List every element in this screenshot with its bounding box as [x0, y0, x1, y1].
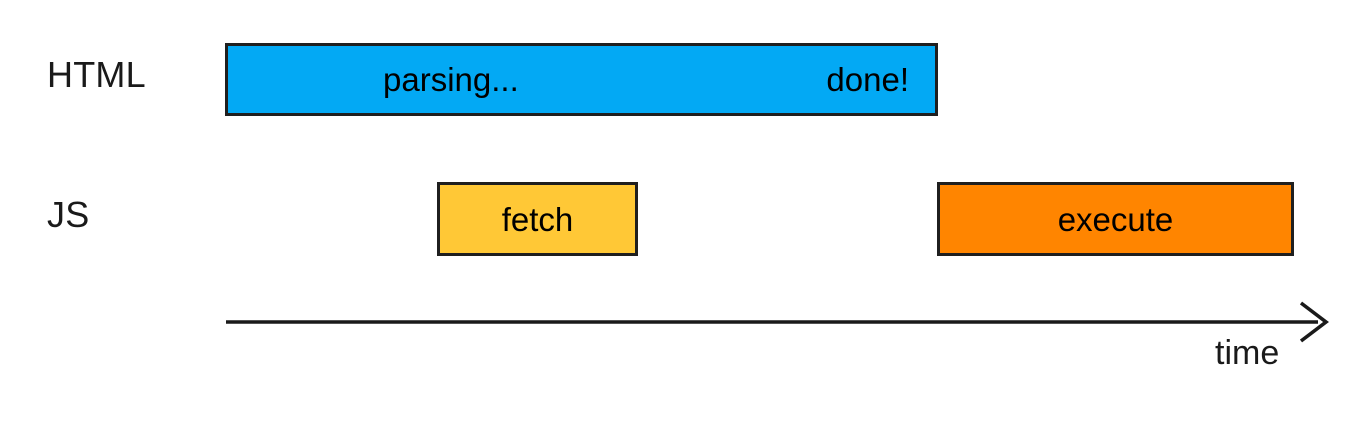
time-axis-arrow-icon — [226, 301, 1329, 343]
bar-label-fetch: fetch — [501, 200, 574, 238]
row-label-js: JS — [47, 194, 90, 235]
bar-label-execute: execute — [1057, 200, 1174, 238]
axis-label-time: time — [1215, 334, 1280, 372]
row-label-html: HTML — [47, 54, 146, 95]
bar-html-parsing: parsing... done! — [225, 43, 938, 116]
bar-js-execute: execute — [937, 182, 1294, 256]
bar-js-fetch: fetch — [437, 182, 638, 256]
bar-label-done: done! — [826, 61, 909, 98]
bar-label-parsing: parsing... — [383, 61, 519, 98]
